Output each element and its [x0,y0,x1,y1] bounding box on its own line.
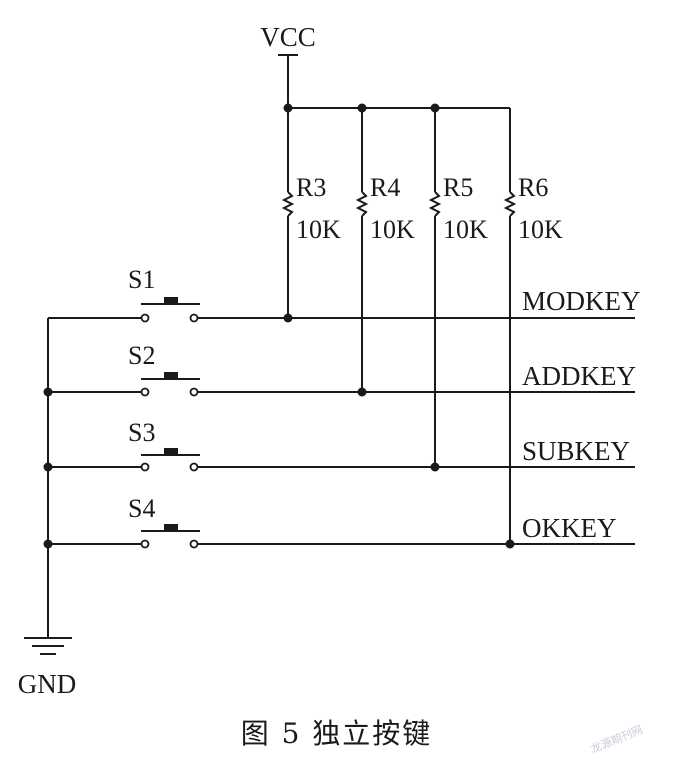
r6-value: 10K [518,215,563,244]
s2-label: S2 [128,341,155,370]
resistor-r4: R4 10K [355,108,415,392]
figure-caption: 图 5 独立按键 [240,717,433,750]
r4-value: 10K [370,215,415,244]
signal-subkey: SUBKEY [522,436,630,466]
ground-symbol [24,637,72,655]
s1-label: S1 [128,265,155,294]
r6-name: R6 [518,173,548,202]
resistor-r5: R5 10K [428,108,488,467]
gnd-label: GND [18,669,77,699]
junction-dots [43,103,515,549]
resistor-r6: R6 10K [503,108,563,544]
r5-value: 10K [443,215,488,244]
r3-name: R3 [296,173,326,202]
r5-name: R5 [443,173,473,202]
r3-value: 10K [296,215,341,244]
s3-label: S3 [128,418,155,447]
switch-row-s4: S4 OKKEY [48,494,635,549]
signal-modkey: MODKEY [522,286,641,316]
vcc-label: VCC [260,22,316,52]
switch-row-s3: S3 SUBKEY [48,418,635,472]
independent-key-schematic: VCC R3 10K R4 10K R5 10K R6 10K [18,22,641,699]
signal-okkey: OKKEY [522,513,617,543]
resistor-r3: R3 10K [281,108,341,318]
signal-addkey: ADDKEY [522,361,636,391]
r4-name: R4 [370,173,400,202]
s4-label: S4 [128,494,155,523]
switch-row-s2: S2 ADDKEY [48,341,636,397]
switch-row-s1: S1 MODKEY [48,265,641,323]
